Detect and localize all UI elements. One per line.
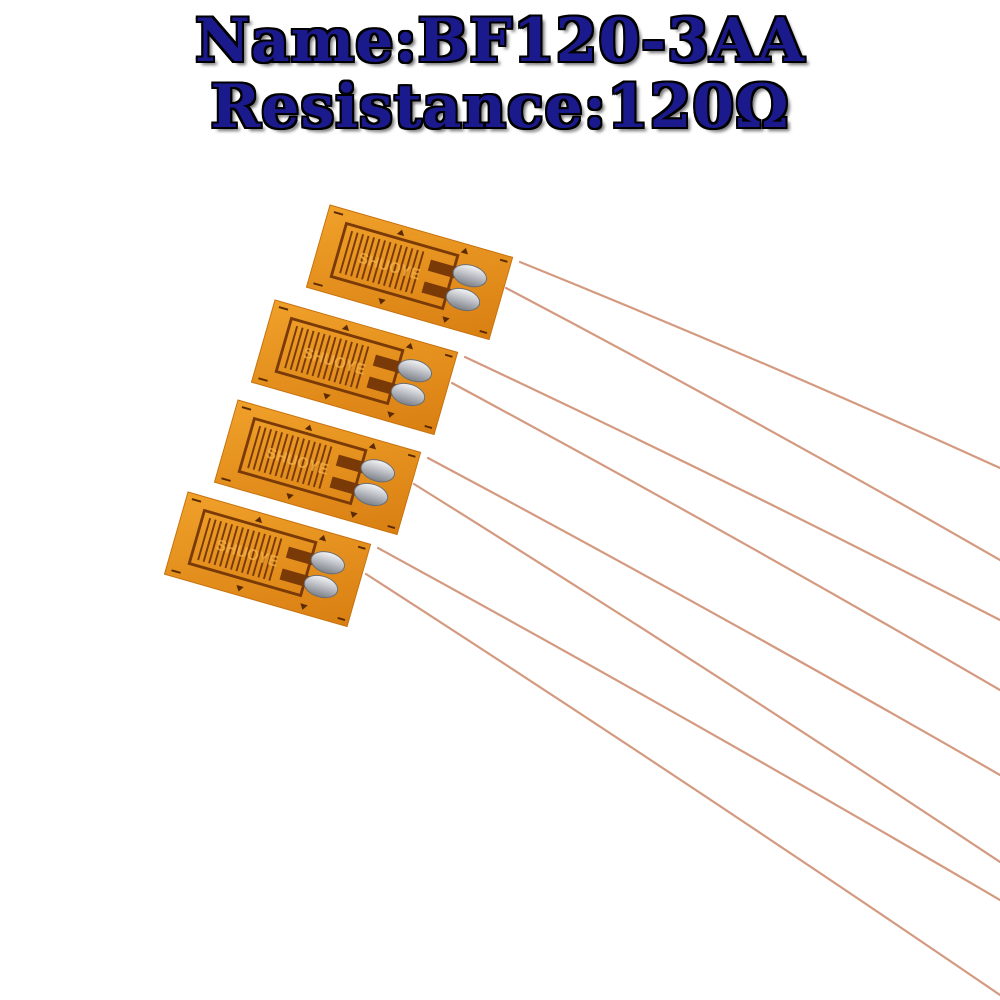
strain-gauge: SHUOYE [305,203,515,341]
lead-wire [504,286,1000,562]
resistance-line: Resistance:120Ω [0,74,1000,140]
resistance-label: Resistance: [210,72,607,142]
lead-wire [412,482,1000,864]
lead-wire [463,355,1000,622]
lead-wires [364,260,1000,997]
product-name-line: Name:BF120-3AA [0,8,1000,74]
name-label: Name: [195,6,418,76]
resistance-value: 120Ω [606,72,790,142]
strain-gauge: SHUOYE [213,398,423,536]
lead-wire [518,260,1000,470]
strain-gauge: SHUOYE [163,490,373,628]
strain-gauge: SHUOYE [250,298,460,436]
lead-wire [426,456,1000,777]
lead-wire [450,381,1000,692]
lead-wire [376,546,1000,902]
title-block: Name:BF120-3AA Resistance:120Ω [0,8,1000,140]
lead-wire [364,572,1000,997]
name-value: BF120-3AA [417,6,805,76]
